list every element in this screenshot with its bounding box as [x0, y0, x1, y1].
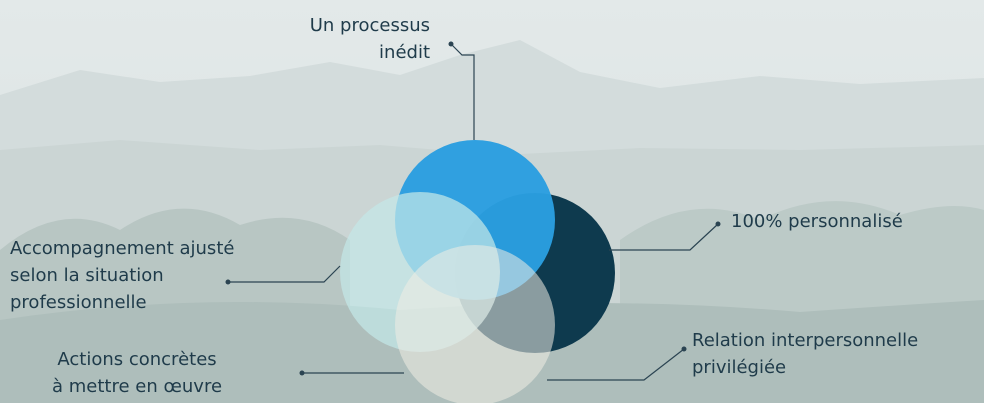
dot-relation	[681, 346, 687, 352]
connector-processus	[450, 43, 475, 140]
label-relation: Relation interpersonnelle privilégiée	[692, 327, 918, 381]
connector-lines	[228, 43, 719, 381]
label-actions-line-2: à mettre en œuvre	[52, 376, 223, 397]
label-actions-line-1: Actions concrètes	[57, 349, 217, 370]
label-accompagnement-line-3: professionnelle	[10, 292, 147, 313]
label-accompagnement-line-1: Accompagnement ajusté	[10, 238, 235, 259]
label-relation-line-2: privilégiée	[692, 357, 787, 378]
label-relation-line-1: Relation interpersonnelle	[692, 330, 919, 351]
label-accompagnement-line-2: selon la situation	[10, 265, 164, 286]
label-accompagnement: Accompagnement ajusté selon la situation…	[10, 235, 234, 316]
label-personnalise: 100% personnalisé	[731, 208, 903, 235]
connector-accompagnement	[228, 265, 341, 283]
dot-actions	[299, 370, 305, 376]
label-processus-line-2: inédit	[379, 42, 430, 63]
dot-personnalise	[715, 221, 721, 227]
connector-dots	[225, 41, 721, 376]
connector-personnalise	[609, 223, 719, 251]
dot-processus	[448, 41, 454, 47]
circle-bottom	[395, 245, 555, 403]
dot-accompagnement	[225, 279, 231, 285]
label-actions: Actions concrètes à mettre en œuvre	[52, 346, 222, 400]
connector-relation	[547, 348, 685, 381]
label-personnalise-line-1: 100% personnalisé	[731, 211, 903, 232]
label-processus-line-1: Un processus	[309, 15, 430, 36]
label-processus: Un processus inédit	[310, 12, 430, 66]
